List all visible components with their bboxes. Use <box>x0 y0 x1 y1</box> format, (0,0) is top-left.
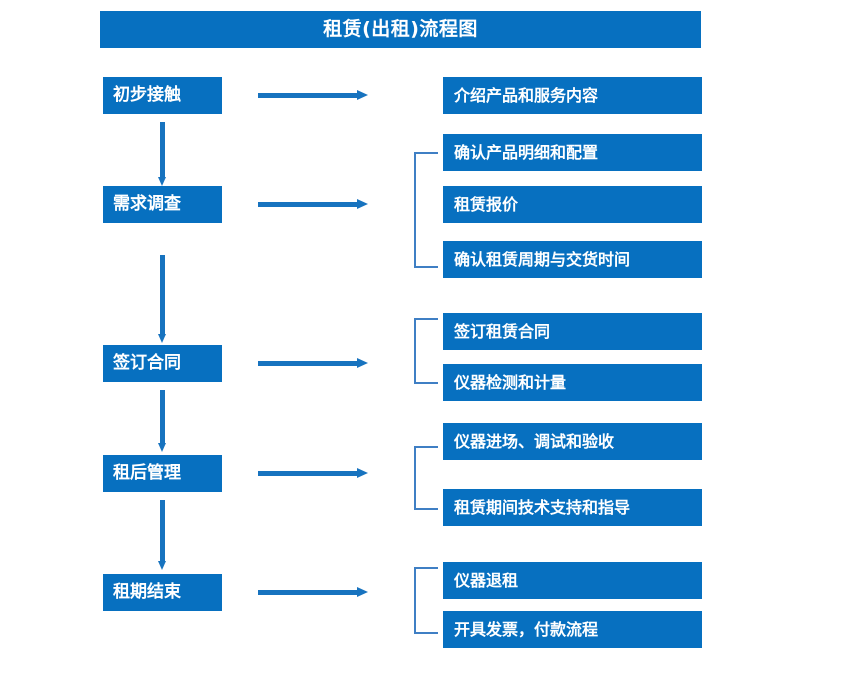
detail-label: 确认租赁周期与交货时间 <box>454 249 631 269</box>
detail-label: 租赁期间技术支持和指导 <box>454 497 631 517</box>
stage-box-post-rental-management[interactable]: 租后管理 <box>103 455 222 492</box>
detail-box-confirm-product-spec-config[interactable]: 确认产品明细和配置 <box>443 134 702 171</box>
stage-box-sign-contract[interactable]: 签订合同 <box>103 345 222 382</box>
detail-box-introduce-products-services[interactable]: 介绍产品和服务内容 <box>443 77 702 114</box>
arrow-right-sign-contract <box>258 358 368 368</box>
detail-box-technical-support-guidance[interactable]: 租赁期间技术支持和指导 <box>443 489 702 526</box>
arrow-right-rental-end <box>258 587 368 597</box>
stage-label: 签订合同 <box>113 353 181 373</box>
detail-label: 仪器进场、调试和验收 <box>454 431 615 451</box>
arrow-head-icon <box>357 358 368 368</box>
arrow-head-icon <box>158 443 166 452</box>
arrow-head-icon <box>158 561 166 570</box>
arrow-head-icon <box>357 90 368 100</box>
arrow-shaft <box>258 202 358 207</box>
detail-label: 签订租赁合同 <box>454 321 551 341</box>
detail-box-sign-rental-contract[interactable]: 签订租赁合同 <box>443 313 702 350</box>
arrow-head-icon <box>357 468 368 478</box>
arrow-right-post-rental-management <box>258 468 368 478</box>
detail-label: 确认产品明细和配置 <box>454 142 599 162</box>
stage-box-rental-end[interactable]: 租期结束 <box>103 574 222 611</box>
arrow-shaft <box>258 361 358 366</box>
arrow-down-post-rental-to-rental-end <box>158 500 167 570</box>
detail-box-instrument-return[interactable]: 仪器退租 <box>443 562 702 599</box>
detail-box-confirm-rental-period-delivery[interactable]: 确认租赁周期与交货时间 <box>443 241 702 278</box>
detail-box-instrument-inspection-metrology[interactable]: 仪器检测和计量 <box>443 364 702 401</box>
arrow-right-requirement-survey <box>258 199 368 209</box>
arrow-down-survey-to-contract <box>158 255 167 343</box>
arrow-shaft <box>160 255 165 334</box>
detail-label: 开具发票，付款流程 <box>454 619 599 639</box>
arrow-shaft <box>160 122 165 177</box>
arrow-right-initial-contact <box>258 90 368 100</box>
group-bracket-sign-contract <box>414 318 438 384</box>
detail-box-instrument-entry-commissioning-acceptance[interactable]: 仪器进场、调试和验收 <box>443 423 702 460</box>
stage-label: 租后管理 <box>113 463 181 483</box>
arrow-shaft <box>258 590 358 595</box>
detail-box-rental-quotation[interactable]: 租赁报价 <box>443 186 702 223</box>
page-title: 租赁(出租)流程图 <box>323 18 478 40</box>
group-bracket-rental-end <box>414 567 438 634</box>
arrow-head-icon <box>158 177 166 186</box>
arrow-head-icon <box>357 199 368 209</box>
arrow-down-contact-to-survey <box>158 122 167 186</box>
group-bracket-post-rental-management <box>414 446 438 510</box>
arrow-shaft <box>160 390 165 443</box>
detail-box-invoice-payment-process[interactable]: 开具发票，付款流程 <box>443 611 702 648</box>
stage-label: 初步接触 <box>113 85 181 105</box>
stage-label: 租期结束 <box>113 582 181 602</box>
group-bracket-requirement-survey <box>414 152 438 268</box>
detail-label: 仪器检测和计量 <box>454 372 567 392</box>
arrow-shaft <box>160 500 165 561</box>
arrow-shaft <box>258 93 358 98</box>
arrow-head-icon <box>357 587 368 597</box>
arrow-down-contract-to-post-rental <box>158 390 167 452</box>
arrow-shaft <box>258 471 358 476</box>
detail-label: 租赁报价 <box>454 194 519 214</box>
stage-box-requirement-survey[interactable]: 需求调查 <box>103 186 222 223</box>
stage-box-initial-contact[interactable]: 初步接触 <box>103 77 222 114</box>
detail-label: 仪器退租 <box>454 570 519 590</box>
arrow-head-icon <box>158 334 166 343</box>
flowchart-title-bar: 租赁(出租)流程图 <box>100 11 701 48</box>
detail-label: 介绍产品和服务内容 <box>454 85 599 105</box>
stage-label: 需求调查 <box>113 194 181 214</box>
